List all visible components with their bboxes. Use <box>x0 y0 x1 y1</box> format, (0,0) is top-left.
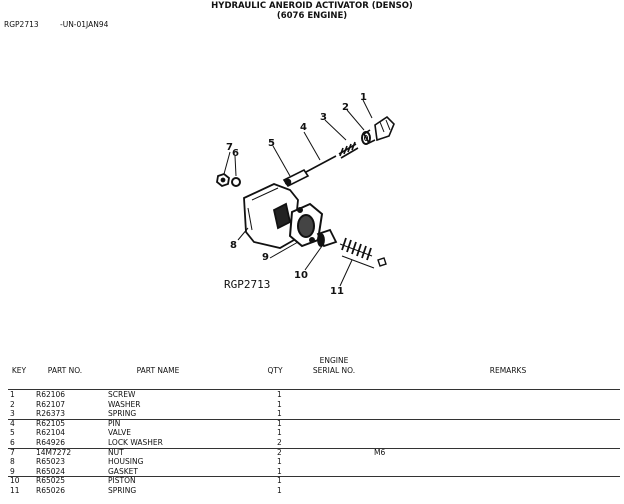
cell-key: 2 <box>10 399 15 409</box>
page-title: HYDRAULIC ANEROID ACTIVATOR (DENSO) <box>211 1 413 11</box>
cell-serial: M6 <box>374 447 386 457</box>
cell-key: 4 <box>10 418 15 428</box>
cell-part-no: R62106 <box>36 390 66 399</box>
spring-part-3 <box>338 141 359 159</box>
cell-key: 6 <box>10 438 15 447</box>
callout-4: 4 <box>300 122 307 133</box>
exploded-parts-diagram: 1 2 3 4 5 6 7 8 9 10 11 RGP2713 <box>216 92 395 297</box>
callout-3: 3 <box>320 112 327 123</box>
piston-part <box>316 228 338 248</box>
cell-part-no: R62105 <box>36 418 66 428</box>
cell-part-name: LOCK WASHER <box>108 438 163 447</box>
cell-part-name: SPRING <box>108 486 137 495</box>
nut-part <box>216 172 230 188</box>
cell-part-no: R65024 <box>36 466 66 476</box>
pin-part <box>305 155 337 173</box>
header-remarks: REMARKS <box>489 366 527 375</box>
callout-5: 5 <box>268 138 275 149</box>
cell-part-no: 14M7272 <box>36 447 72 457</box>
cell-qty: 2 <box>277 447 282 457</box>
cell-part-name: GASKET <box>108 466 138 476</box>
header-rule <box>8 389 620 390</box>
header-serial-bottom: SERIAL NO. <box>312 366 356 375</box>
header-key: KEY <box>11 366 27 375</box>
callout-7: 7 <box>226 142 233 153</box>
cell-key: 1 <box>10 390 15 399</box>
screw-part <box>362 115 395 145</box>
cell-qty: 1 <box>277 428 282 438</box>
header-part-no: PART NO. <box>47 366 83 375</box>
callout-9: 9 <box>262 252 269 263</box>
cell-qty: 2 <box>277 438 282 447</box>
cell-part-name: PISTON <box>108 476 136 486</box>
cell-key: 3 <box>10 409 15 419</box>
cell-qty: 1 <box>277 466 282 476</box>
callout-8: 8 <box>230 240 237 251</box>
callout-2: 2 <box>342 102 349 113</box>
callout-10: 10 <box>294 270 308 281</box>
group-rule-2 <box>8 448 620 449</box>
cell-qty: 1 <box>277 409 282 419</box>
cell-part-no: R26373 <box>36 409 66 419</box>
callout-6: 6 <box>232 148 239 159</box>
spring-part-11 <box>339 237 375 269</box>
leader-lines <box>223 99 373 287</box>
cell-key: 8 <box>10 457 15 467</box>
cell-qty: 1 <box>277 418 282 428</box>
cell-qty: 1 <box>277 476 282 486</box>
cell-key: 11 <box>10 486 20 495</box>
cell-part-no: R65023 <box>36 457 66 467</box>
cell-part-name: HOUSING <box>108 457 144 467</box>
figure-reference: RGP2713 <box>4 20 39 29</box>
group-rule-3 <box>8 476 620 477</box>
spring-end-mark <box>377 257 387 267</box>
cell-part-no: R64926 <box>36 438 66 447</box>
cell-key: 10 <box>10 476 20 486</box>
valve-part <box>282 168 310 188</box>
figure-label: RGP2713 <box>224 278 270 291</box>
cell-part-no: R65026 <box>36 486 66 495</box>
washer-part <box>361 131 371 145</box>
page-subtitle: (6076 ENGINE) <box>276 11 348 21</box>
header-serial-top: ENGINE <box>319 356 349 365</box>
cell-qty: 1 <box>277 486 282 495</box>
cell-part-name: SCREW <box>108 390 136 399</box>
cell-qty: 1 <box>277 399 282 409</box>
callout-11: 11 <box>330 286 344 297</box>
cell-qty: 1 <box>277 390 282 399</box>
cell-part-name: NUT <box>108 447 124 457</box>
cell-part-name: PIN <box>108 418 121 428</box>
housing-part <box>243 183 299 249</box>
cell-part-no: R65025 <box>36 476 66 486</box>
date-code: -UN-01JAN94 <box>60 20 109 29</box>
header-qty: QTY <box>267 366 283 375</box>
callout-1: 1 <box>360 92 367 103</box>
cell-part-name: WASHER <box>108 399 141 409</box>
header-part-name: PART NAME <box>136 366 180 375</box>
cell-key: 7 <box>10 447 15 457</box>
group-rule-1 <box>8 419 620 420</box>
cell-key: 9 <box>10 466 15 476</box>
lock-washer-part <box>231 177 241 187</box>
cell-key: 5 <box>10 428 15 438</box>
cell-part-no: R62104 <box>36 428 66 438</box>
cell-part-no: R62107 <box>36 399 66 409</box>
cell-part-name: SPRING <box>108 409 137 419</box>
cell-part-name: VALVE <box>108 428 132 438</box>
cell-qty: 1 <box>277 457 282 467</box>
